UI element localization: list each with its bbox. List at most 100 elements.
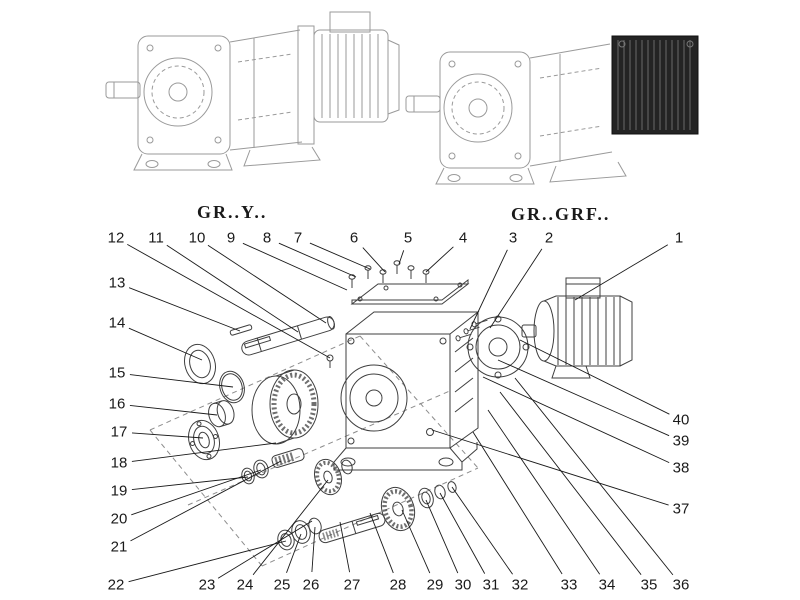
oil-seal bbox=[184, 343, 216, 385]
exploded-view bbox=[149, 260, 633, 567]
leader-line-20 bbox=[131, 469, 262, 516]
part-label-1: 1 bbox=[672, 229, 686, 247]
part-label-10: 10 bbox=[186, 229, 208, 247]
assembled-view-gr-y bbox=[105, 11, 400, 171]
leader-line-40 bbox=[519, 339, 670, 415]
leader-line-28 bbox=[369, 512, 394, 574]
part-label-36: 36 bbox=[670, 576, 692, 594]
terminal-box bbox=[329, 11, 371, 33]
leader-line-33 bbox=[472, 431, 563, 575]
motor-end-cap bbox=[387, 39, 400, 115]
part-label-15: 15 bbox=[106, 364, 128, 382]
washer bbox=[308, 517, 322, 535]
leader-line-4 bbox=[425, 246, 454, 273]
leader-line-34 bbox=[487, 409, 601, 575]
leader-line-24 bbox=[252, 479, 329, 576]
leader-line-10 bbox=[207, 244, 327, 324]
part-label-33: 33 bbox=[558, 576, 580, 594]
leader-line-8 bbox=[278, 242, 357, 278]
washer bbox=[253, 459, 269, 479]
part-label-6: 6 bbox=[347, 229, 361, 247]
part-label-23: 23 bbox=[196, 576, 218, 594]
part-label-38: 38 bbox=[670, 459, 692, 477]
part-label-11: 11 bbox=[146, 229, 166, 247]
part-label-18: 18 bbox=[108, 454, 130, 472]
retaining-ring bbox=[434, 484, 446, 500]
ball-bearing bbox=[188, 419, 220, 461]
mounting-foot bbox=[133, 153, 233, 171]
leader-line-6 bbox=[362, 247, 386, 273]
output-gear bbox=[380, 486, 416, 532]
leader-line-1 bbox=[574, 244, 669, 301]
output-shaft bbox=[105, 81, 141, 99]
motor bbox=[521, 277, 633, 379]
leader-line-17 bbox=[131, 432, 204, 439]
part-label-7: 7 bbox=[291, 229, 305, 247]
leader-line-22 bbox=[128, 540, 287, 583]
leader-line-25 bbox=[286, 533, 302, 573]
retaining-ring bbox=[341, 459, 353, 475]
part-label-13: 13 bbox=[106, 274, 128, 292]
part-label-30: 30 bbox=[452, 576, 474, 594]
motor-shaft-stub bbox=[521, 324, 537, 338]
assembled-view-gr-grf bbox=[405, 35, 699, 185]
spacer-bushing bbox=[208, 400, 235, 428]
leader-line-5 bbox=[398, 250, 405, 265]
part-label-32: 32 bbox=[509, 576, 531, 594]
part-label-26: 26 bbox=[300, 576, 322, 594]
housing-front-plate bbox=[137, 35, 231, 155]
leader-line-31 bbox=[439, 492, 486, 574]
part-label-21: 21 bbox=[108, 538, 130, 556]
leader-line-26 bbox=[311, 526, 316, 573]
housing-front-plate bbox=[439, 51, 531, 169]
leader-line-39 bbox=[497, 359, 670, 437]
part-label-28: 28 bbox=[387, 576, 409, 594]
leader-line-23 bbox=[217, 520, 313, 579]
input-shaft-assembly bbox=[184, 316, 335, 461]
housing-feet bbox=[333, 447, 463, 471]
part-label-35: 35 bbox=[638, 576, 660, 594]
part-label-27: 27 bbox=[341, 576, 363, 594]
part-label-8: 8 bbox=[260, 229, 274, 247]
mounting-foot bbox=[243, 146, 321, 167]
breather-plug bbox=[326, 354, 334, 368]
shim-ring bbox=[447, 481, 457, 493]
part-label-3: 3 bbox=[506, 229, 520, 247]
leader-line-21 bbox=[130, 460, 282, 542]
shaft-key bbox=[229, 324, 253, 336]
leader-line-11 bbox=[166, 244, 299, 333]
part-label-17: 17 bbox=[108, 423, 130, 441]
top-cover bbox=[350, 278, 470, 305]
leader-line-38 bbox=[482, 376, 670, 464]
leader-line-36 bbox=[514, 377, 674, 576]
intermediate-shaft-assembly bbox=[241, 448, 353, 496]
part-label-2: 2 bbox=[542, 229, 556, 247]
part-label-9: 9 bbox=[224, 229, 238, 247]
terminal-box bbox=[565, 277, 601, 299]
leader-line-2 bbox=[489, 248, 543, 329]
output-shaft-assembly bbox=[277, 481, 457, 551]
leader-line-35 bbox=[499, 391, 642, 575]
leader-line-19 bbox=[131, 476, 249, 491]
part-label-14: 14 bbox=[106, 314, 128, 332]
motor-fan-cover bbox=[619, 295, 633, 367]
leader-line-32 bbox=[451, 486, 513, 575]
part-label-20: 20 bbox=[108, 510, 130, 528]
part-label-5: 5 bbox=[401, 229, 415, 247]
leader-line-29 bbox=[401, 509, 431, 574]
leader-line-27 bbox=[339, 521, 351, 573]
leader-line-12 bbox=[127, 244, 331, 359]
leader-line-16 bbox=[129, 404, 218, 416]
part-label-4: 4 bbox=[456, 229, 470, 247]
compact-motor-block bbox=[611, 35, 699, 135]
leader-line-9 bbox=[242, 242, 348, 291]
model-title-gr-grf: GR..GRF.. bbox=[511, 204, 611, 224]
assembly-axis-lines bbox=[149, 335, 479, 567]
mounting-foot bbox=[435, 167, 535, 185]
housing bbox=[333, 311, 480, 471]
part-label-31: 31 bbox=[480, 576, 502, 594]
input-shaft bbox=[241, 316, 335, 356]
motor-foot bbox=[551, 365, 591, 379]
